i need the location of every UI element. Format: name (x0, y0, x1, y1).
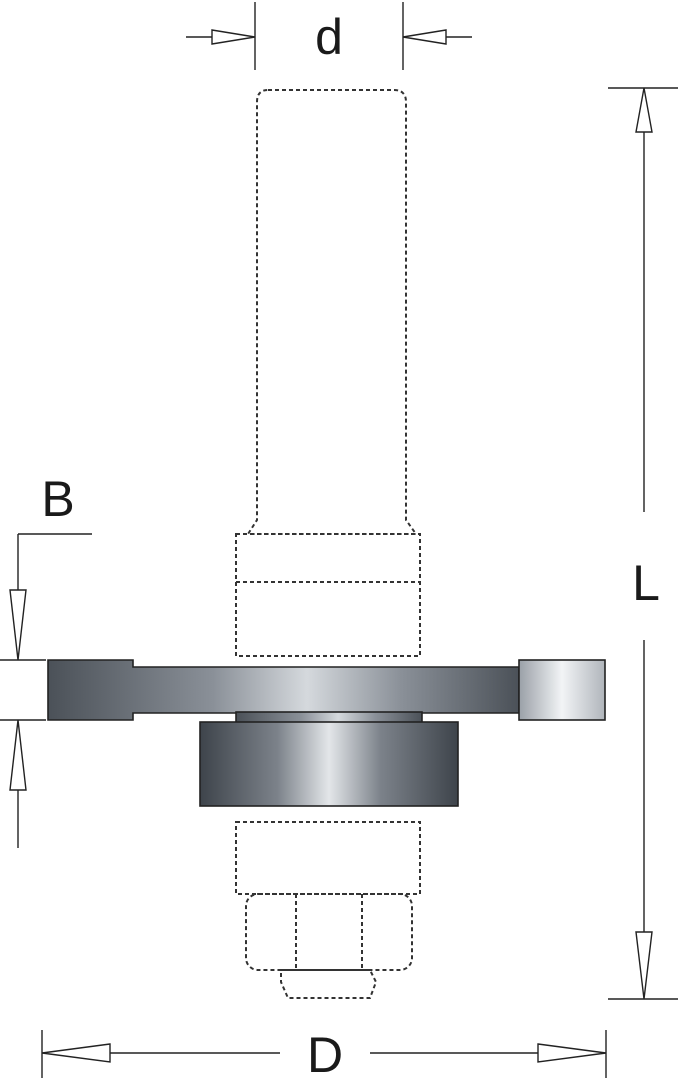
dimension-arrow (635, 931, 653, 1000)
carbide-tip (518, 659, 606, 721)
label-b: B (41, 471, 74, 527)
dimension-d: d (186, 2, 472, 70)
label-d: d (315, 9, 343, 65)
upper-collar-outline (235, 533, 421, 657)
bearing (199, 721, 459, 807)
label-d-diameter: D (307, 1027, 343, 1082)
dimension-b: B (0, 471, 92, 848)
dimension-arrow (402, 29, 447, 45)
dimension-arrow (41, 1043, 111, 1063)
dimension-l: L (608, 87, 678, 1000)
dimension-d-diameter: D (41, 1027, 607, 1082)
dimension-arrow (537, 1043, 607, 1063)
shank-outline (246, 89, 418, 535)
cutter-blade (47, 659, 520, 721)
dimension-arrow (9, 719, 27, 791)
dimension-arrow (211, 29, 256, 45)
nut-outline (245, 893, 413, 999)
label-l: L (632, 555, 660, 611)
dimension-arrow (9, 589, 27, 661)
dimension-arrow (635, 87, 653, 133)
lower-collar-outline (235, 821, 421, 895)
